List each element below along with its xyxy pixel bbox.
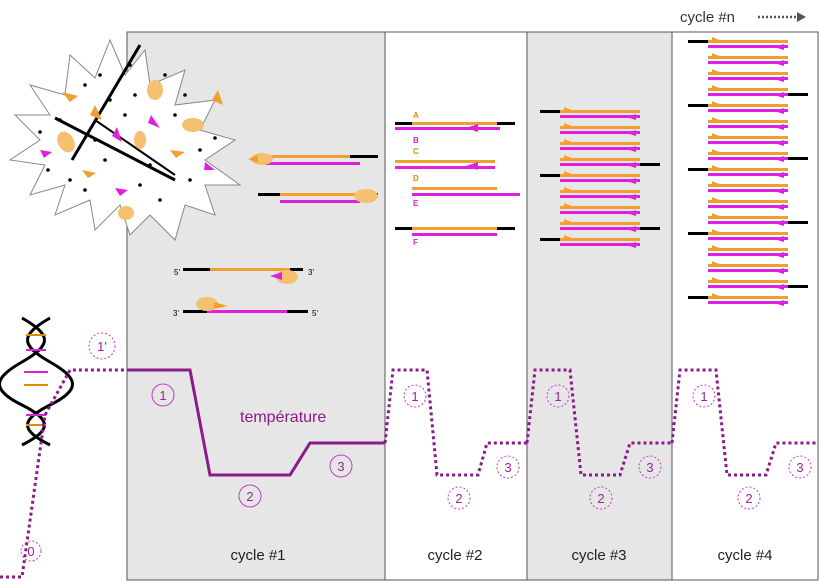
step-1-text-c3: 1 [554, 389, 561, 404]
step-1-marker-c1 [151, 383, 175, 407]
cycle2-strands: A B C D E F [395, 111, 520, 247]
step-2-text-c4: 2 [745, 491, 752, 506]
cycle4-duplex [688, 293, 788, 306]
dotted-arrow-icon [758, 12, 806, 22]
cycle3-profile [525, 368, 672, 477]
cycle4-duplex [708, 197, 788, 210]
cycle4-duplex [708, 181, 788, 194]
step-1prime-text: 1' [97, 339, 107, 354]
five-prime-label: 5' [174, 268, 180, 277]
step-2-text-c2: 2 [455, 491, 462, 506]
temperature-label: température [240, 409, 326, 426]
step-2-text-c1: 2 [246, 489, 253, 504]
strand-letter-e: E [413, 199, 419, 208]
cycle1-separated-strands: 5' 3' 3' 5' [173, 268, 318, 318]
cycle3-duplex [540, 107, 640, 120]
step-1-marker-c2 [403, 384, 427, 408]
cycle4-duplex [708, 213, 808, 226]
cycle4-duplex [708, 149, 808, 162]
cycle4-duplex [708, 261, 788, 274]
polymerase-icon [354, 189, 378, 203]
step-1-text-c1: 1 [159, 388, 166, 403]
strand-letter-c: C [413, 147, 419, 156]
strand-letter-a: A [413, 111, 419, 120]
step-3-text-c1: 3 [337, 459, 344, 474]
cycle-label-4: cycle #4 [717, 547, 772, 564]
step-markers [20, 332, 812, 562]
cycle-panels [126, 31, 819, 581]
step-3-marker-c3 [638, 455, 662, 479]
cycle4-duplex [688, 37, 788, 50]
step-2-marker-c4 [737, 486, 761, 510]
cycle4-duplex [688, 229, 788, 242]
cycle3-duplex [540, 171, 640, 184]
panel-cycle-3 [526, 31, 673, 581]
step-2-text-c3: 2 [597, 491, 604, 506]
cycle4-profile [670, 368, 818, 477]
cycle4-duplex [708, 133, 788, 146]
cycle-label-2: cycle #2 [427, 547, 482, 564]
step-2-marker-c1 [238, 484, 262, 508]
panel-cycle-4 [671, 31, 819, 581]
temperature-profile [0, 368, 818, 579]
cycle3-duplex [560, 203, 640, 216]
three-prime-label: 3' [308, 268, 314, 277]
step-2-marker-c3 [589, 486, 613, 510]
step-1prime-marker [88, 332, 116, 360]
cycle3-duplex [560, 219, 660, 232]
cycle4-duplex [688, 165, 788, 178]
cycle-label-3: cycle #3 [571, 547, 626, 564]
cycle3-duplex [560, 123, 640, 136]
five-prime-label-bottom: 5' [312, 309, 318, 318]
step-1-text-c4: 1 [700, 389, 707, 404]
explosion-burst-icon [8, 38, 242, 241]
cycle-n-label: cycle #n [680, 9, 735, 26]
step-1-marker-c4 [692, 384, 716, 408]
step-3-text-c4: 3 [796, 460, 803, 475]
cycle3-strands [540, 107, 660, 248]
step-1-marker-c3 [546, 384, 570, 408]
cycle4-duplex [708, 69, 788, 82]
cycle-label-1: cycle #1 [230, 547, 285, 564]
cycle4-duplex [708, 117, 788, 130]
step-3-marker-c4 [788, 455, 812, 479]
dna-helix-icon [0, 316, 74, 447]
cycle3-duplex [560, 187, 640, 200]
step-3-marker-c2 [496, 455, 520, 479]
step-0-text: 0 [27, 544, 34, 559]
cycle4-duplex [708, 53, 788, 66]
cycle4-duplex [688, 101, 788, 114]
strand-letter-b: B [413, 136, 419, 145]
cycle4-duplex [708, 85, 808, 98]
step-2-marker-c2 [447, 486, 471, 510]
strand-letter-d: D [413, 174, 419, 183]
strand-letter-f: F [413, 238, 418, 247]
cycle4-duplex [708, 277, 808, 290]
cycle3-duplex [560, 155, 660, 168]
three-prime-label-bottom: 3' [173, 309, 179, 318]
cycle3-duplex [540, 235, 640, 248]
cycle-n-indicator: cycle #n [680, 9, 806, 26]
cycle2-profile [383, 368, 527, 477]
step-0-marker [20, 540, 42, 562]
cycle4-strands [688, 37, 808, 306]
step-3-text-c2: 3 [504, 460, 511, 475]
cycle3-duplex [560, 139, 640, 152]
step-3-marker-c1 [329, 454, 353, 478]
step-numbers: 0 1' 1 2 3 1 2 3 1 2 3 1 2 3 [27, 339, 803, 559]
initial-ramp [0, 368, 127, 579]
step-1-text-c2: 1 [411, 389, 418, 404]
cycle1-profile [127, 368, 385, 477]
polymerase-icon [196, 297, 218, 311]
cycle1-extending-strands [248, 153, 378, 203]
cycle4-duplex [708, 245, 788, 258]
step-3-text-c3: 3 [646, 460, 653, 475]
